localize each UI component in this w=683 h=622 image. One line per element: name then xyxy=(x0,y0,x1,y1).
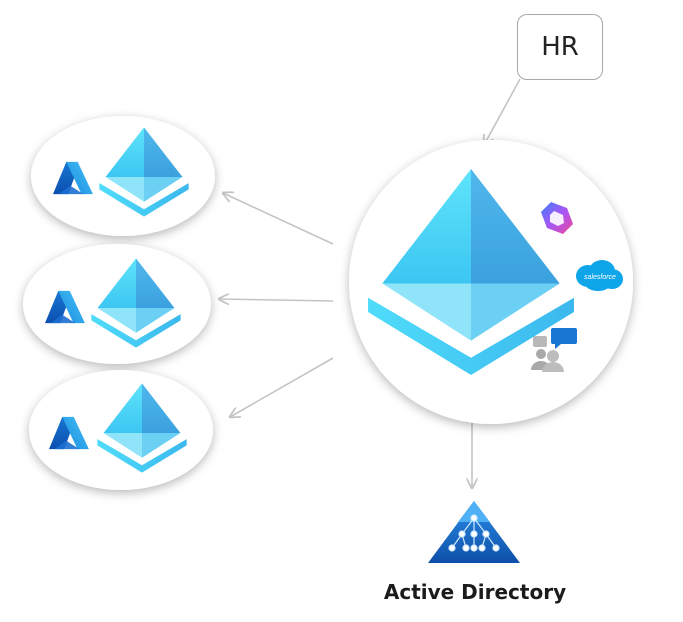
arrow-hr-to-central xyxy=(484,78,521,145)
tenant-2 xyxy=(23,244,211,364)
arrow-central-to-tenant-1 xyxy=(223,193,334,245)
active-directory-icon xyxy=(428,501,520,563)
arrow-central-to-tenant-2 xyxy=(219,299,334,301)
salesforce-icon: salesforce xyxy=(576,260,623,291)
users-chat-icon xyxy=(531,328,577,372)
active-directory-label: Active Directory xyxy=(383,580,567,604)
tenant-3 xyxy=(29,370,213,490)
microsoft-365-icon xyxy=(541,202,573,234)
tenant-1 xyxy=(31,116,215,236)
hr-label: HR xyxy=(541,32,579,62)
arrow-central-to-tenant-3 xyxy=(230,357,334,417)
hr-source-box: HR xyxy=(517,14,603,80)
central-tenant: salesforce xyxy=(349,140,633,424)
salesforce-text: salesforce xyxy=(584,274,616,281)
